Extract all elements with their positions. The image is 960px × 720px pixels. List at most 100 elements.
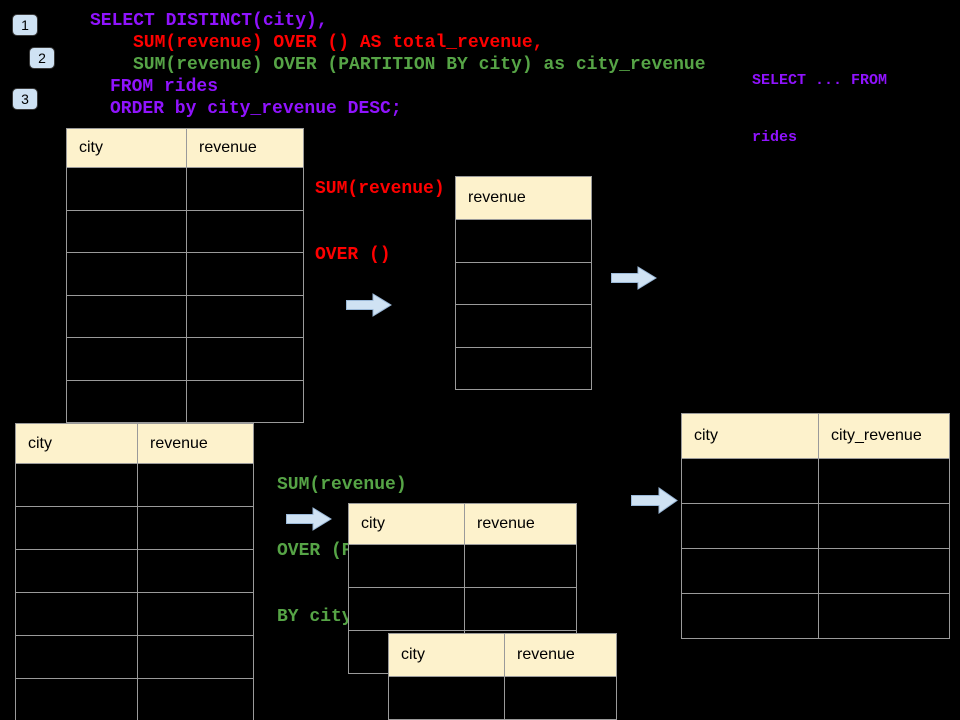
sql-line-from: FROM rides [110,77,219,97]
column-header-city: city [28,434,52,452]
flow-arrow-right-icon [611,266,657,290]
empty-cell [16,636,137,678]
empty-cell [67,338,186,380]
sql-line-city-revenue: SUM(revenue) OVER (PARTITION BY city) as… [133,55,706,75]
table-row [16,635,253,678]
column-header-city: city [401,646,425,663]
table-row [16,506,253,549]
empty-cell [137,679,253,720]
empty-cell [137,636,253,678]
empty-cell [67,381,186,423]
annotation-total-line-2: OVER () [315,245,391,265]
empty-cell [682,549,818,593]
column-header-revenue: revenue [186,129,303,167]
empty-cell [464,588,576,630]
table-source-bottom: city revenue [15,423,254,720]
empty-cell [818,549,949,593]
empty-cell [456,348,591,390]
annotation-partition-line-1: SUM(revenue) [277,475,407,495]
note-select-from-rides: SELECT ... FROM rides [752,33,887,185]
column-header-city: city [361,515,385,532]
table-row [682,593,949,638]
empty-cell [456,220,591,262]
table-header-row: city revenue [67,129,303,167]
empty-cell [818,504,949,548]
table-row [67,294,303,338]
table-header-row: revenue [456,177,591,219]
empty-cell [186,168,303,210]
empty-cell [186,253,303,295]
empty-cell [16,507,137,549]
column-header-revenue: revenue [468,189,526,206]
table-row [389,676,616,719]
empty-cell [67,296,186,338]
empty-cell [186,295,303,337]
table-final-result: city city_revenue [681,413,950,639]
table-row [349,544,576,587]
table-row [682,548,949,593]
empty-cell [67,168,186,210]
table-total-result: revenue [455,176,592,390]
empty-cell [16,464,137,506]
step-badge-2-label: 2 [38,50,46,66]
empty-cell [137,550,253,592]
table-row [67,252,303,295]
empty-cell [504,677,616,719]
table-row [67,167,303,210]
table-row [456,304,591,347]
table-row [67,379,303,423]
empty-cell [456,263,591,305]
table-row [16,592,253,635]
sql-line-total-revenue: SUM(revenue) OVER () AS total_revenue, [133,33,544,53]
table-row [456,261,591,305]
column-header-city: city [694,427,718,444]
table-row [67,209,303,252]
empty-cell [456,305,591,347]
table-row [16,549,253,592]
sql-line-order-by: ORDER by city_revenue DESC; [110,99,402,119]
table-row [16,678,253,720]
table-row [456,346,591,390]
empty-cell [137,507,253,549]
empty-cell [682,459,818,503]
empty-cell [16,550,137,592]
note-line-2: rides [752,129,798,146]
empty-cell [349,545,464,587]
table-header-row: city revenue [349,504,576,544]
table-row [682,458,949,503]
empty-cell [818,594,949,638]
empty-cell [16,593,137,635]
table-header-row: city revenue [16,424,253,463]
table-row [67,337,303,380]
table-source-top: city revenue [66,128,304,423]
table-row [16,463,253,506]
empty-cell [186,338,303,380]
empty-cell [682,504,818,548]
table-row [456,219,591,262]
empty-cell [67,253,186,295]
table-partition-front: city revenue [388,633,617,720]
column-header-revenue: revenue [464,504,576,544]
step-badge-3-label: 3 [21,91,29,107]
step-badge-1-label: 1 [21,17,29,33]
empty-cell [137,464,253,506]
sql-line-select: SELECT DISTINCT(city), [90,11,328,31]
empty-cell [186,210,303,252]
flow-arrow-right-icon [286,507,332,531]
empty-cell [389,677,504,719]
empty-cell [818,459,949,503]
step-badge-1: 1 [12,14,38,36]
table-header-row: city city_revenue [682,414,949,458]
note-line-1: SELECT ... FROM [752,72,888,89]
empty-cell [186,380,303,422]
annotation-total-revenue: SUM(revenue) OVER () [315,134,445,310]
empty-cell [682,594,818,638]
step-badge-3: 3 [12,88,38,110]
empty-cell [16,679,137,720]
annotation-total-line-1: SUM(revenue) [315,179,445,199]
step-badge-2: 2 [29,47,55,69]
table-row [682,503,949,548]
flow-arrow-right-icon [346,293,392,317]
column-header-city: city [79,139,103,156]
table-header-row: city revenue [389,634,616,676]
